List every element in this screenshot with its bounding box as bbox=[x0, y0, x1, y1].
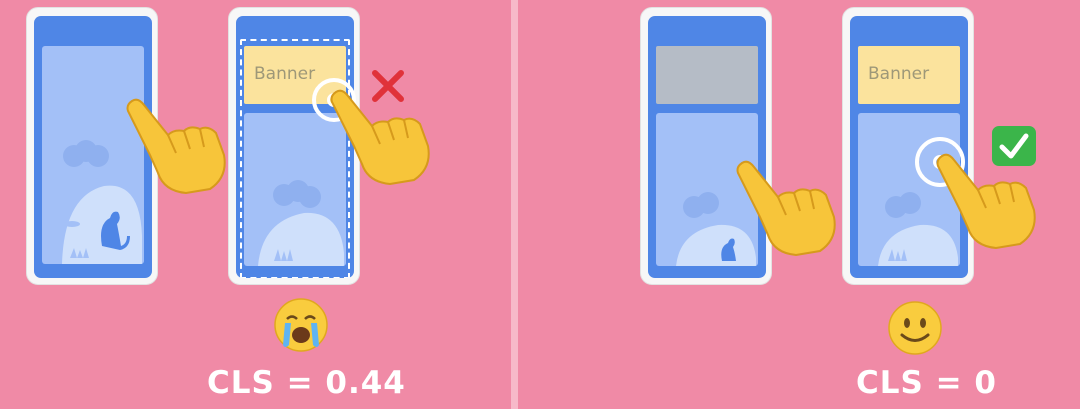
crying-face-icon bbox=[274, 298, 328, 352]
phone-screen bbox=[648, 16, 766, 278]
phone-screen bbox=[34, 16, 152, 278]
content-area bbox=[656, 113, 758, 266]
banner-placeholder bbox=[656, 46, 758, 104]
smiling-face-icon bbox=[888, 301, 942, 355]
phone-screen: Banner bbox=[850, 16, 968, 278]
tapping-hand-icon bbox=[736, 160, 836, 257]
phone-screen: Banner bbox=[236, 16, 354, 278]
banner: Banner bbox=[858, 46, 960, 104]
phone-reserved-space bbox=[640, 7, 772, 285]
cls-score-good: CLS = 0 bbox=[856, 365, 997, 401]
cls-score-bad: CLS = 0.44 bbox=[207, 365, 406, 401]
phone-after-banner-shift: Banner bbox=[228, 7, 360, 285]
left-panel: Banner CLS = 0.44 bbox=[0, 0, 511, 409]
banner-label: Banner bbox=[254, 64, 316, 84]
layout-shift-outline bbox=[240, 39, 350, 278]
tapping-hand-icon bbox=[330, 89, 430, 186]
phone-before-banner bbox=[26, 7, 158, 285]
landscape-illustration bbox=[258, 180, 344, 266]
right-panel: Banner CLS = 0 bbox=[518, 0, 1080, 409]
panel-divider bbox=[511, 0, 518, 409]
red-cross-icon bbox=[372, 70, 404, 102]
landscape-illustration bbox=[62, 140, 142, 264]
shifted-content-area bbox=[244, 113, 346, 266]
landscape-illustration bbox=[878, 192, 958, 266]
green-check-icon bbox=[992, 126, 1036, 166]
tapping-hand-icon bbox=[936, 153, 1036, 250]
content-area bbox=[42, 46, 144, 264]
phone-banner-loaded: Banner bbox=[842, 7, 974, 285]
banner-label: Banner bbox=[868, 64, 930, 84]
landscape-illustration bbox=[676, 192, 756, 266]
tapping-hand-icon bbox=[126, 98, 226, 195]
